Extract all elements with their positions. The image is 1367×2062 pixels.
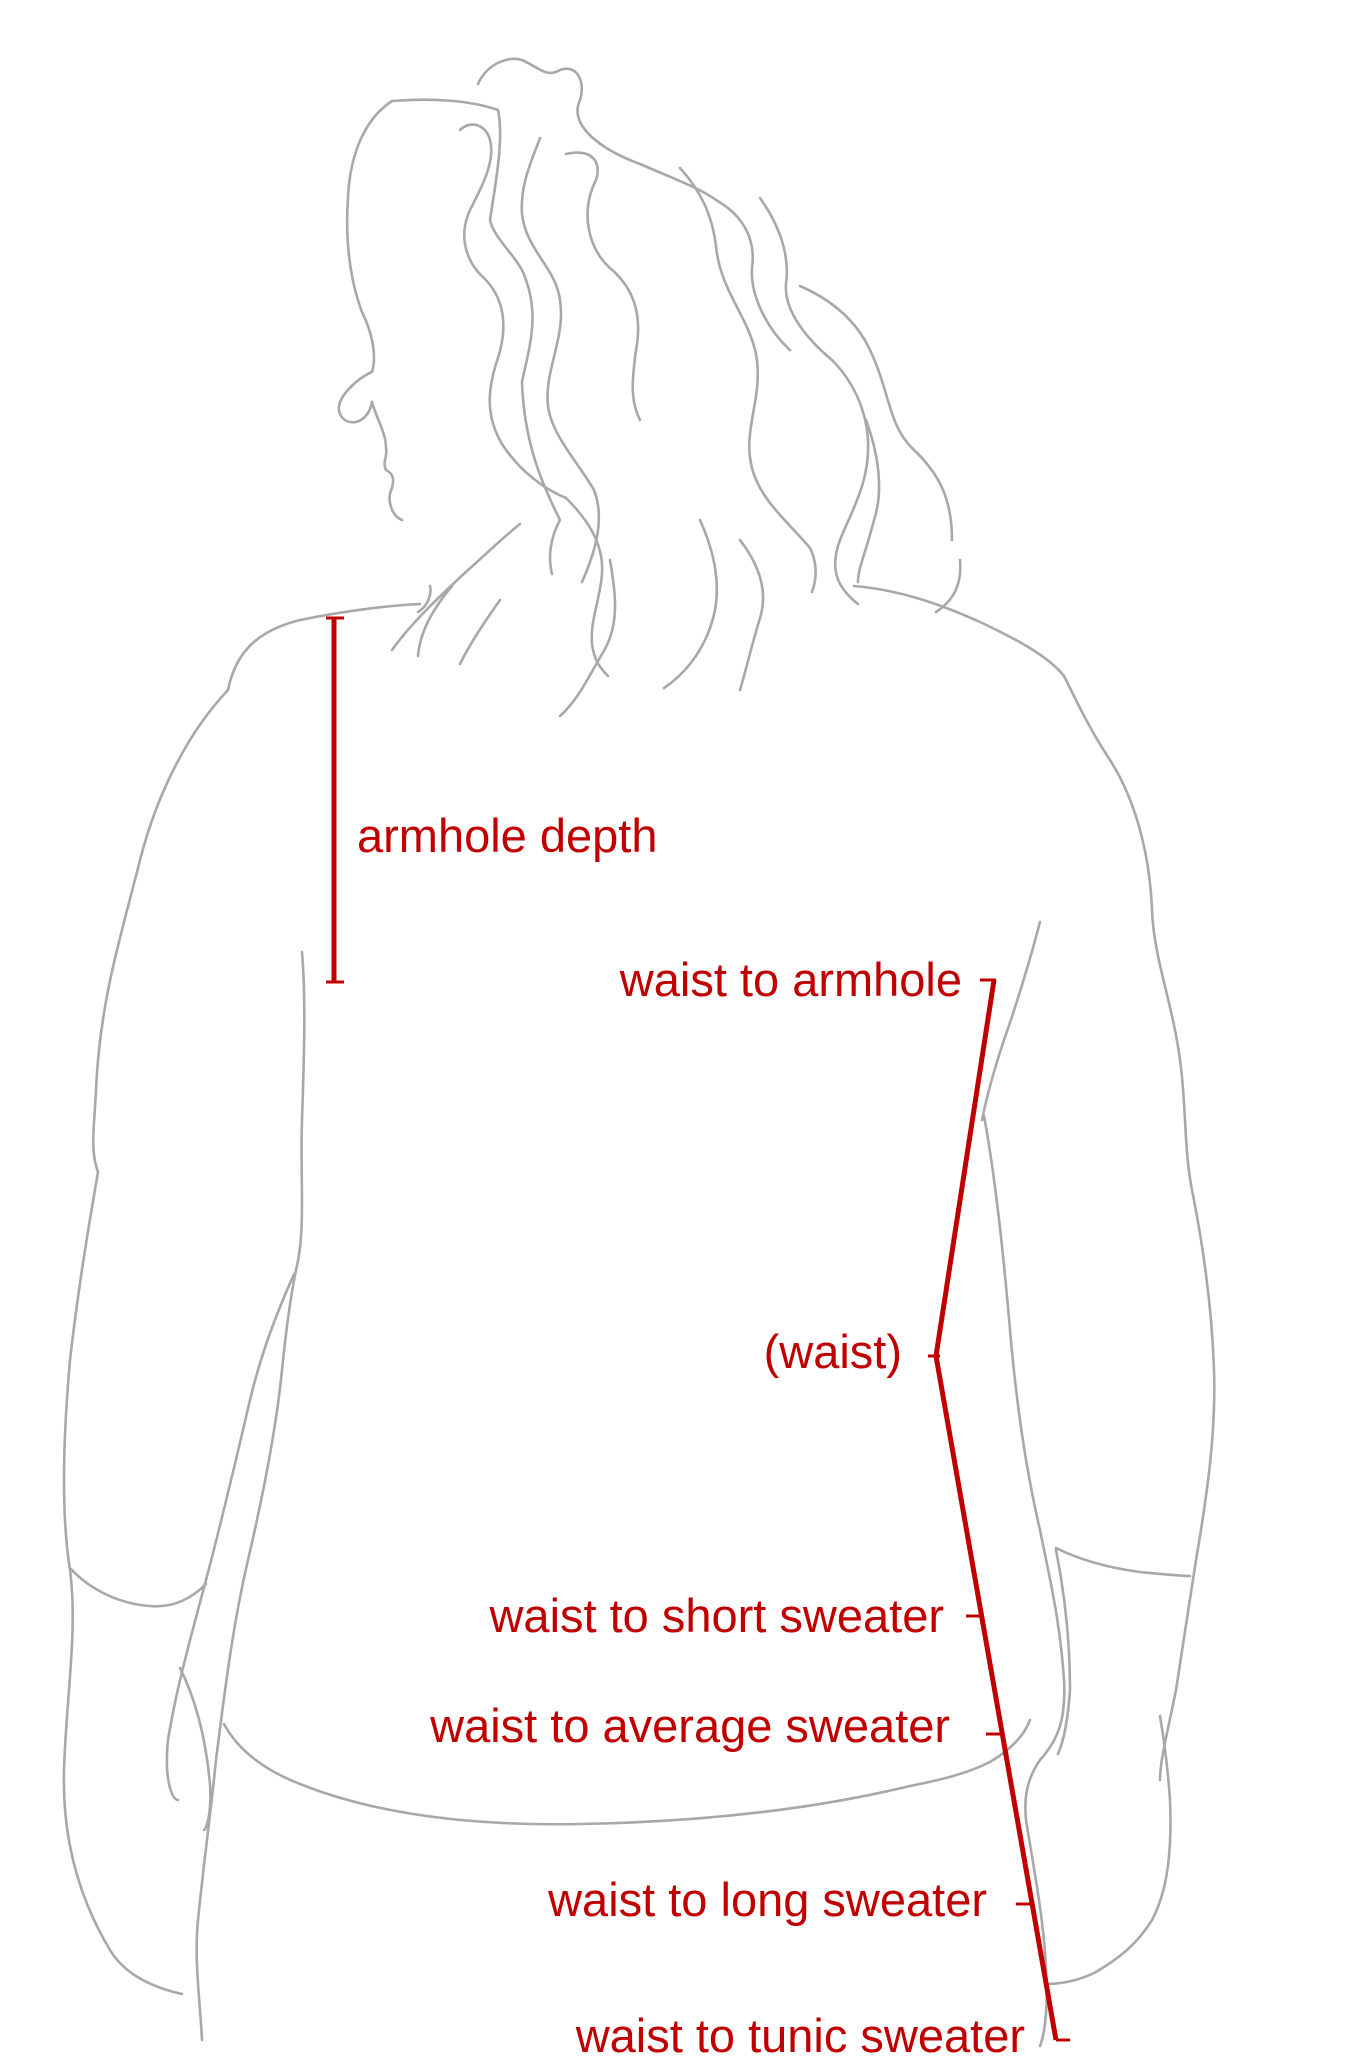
waist-to-armhole-line: [933, 979, 997, 1357]
right-arm-outer: [1062, 674, 1216, 1782]
hair-left-contour: [337, 99, 394, 424]
left-forearm-inner: [165, 1272, 296, 1802]
neck-left: [416, 584, 432, 614]
hair-strand-5: [520, 136, 601, 584]
waist-to-long-sweater-label: waist to long sweater: [548, 1873, 987, 1926]
hair-strand-12: [564, 496, 610, 678]
hair-strand-14: [458, 598, 502, 666]
hair-strand-4: [458, 123, 568, 500]
armhole-depth-label: armhole depth: [357, 809, 658, 862]
right-arm-lower: [1044, 1714, 1172, 1986]
right-armpit-line: [980, 920, 1042, 1122]
hair-strand-15: [558, 558, 617, 718]
hair-strand-6: [678, 166, 817, 594]
left-torso-side: [195, 950, 306, 2042]
hair-strand-10: [390, 522, 522, 652]
right-shoulder: [852, 584, 1066, 678]
waist-to-average-sweater-label: waist to average sweater: [430, 1699, 950, 1752]
hair-strand-8: [798, 284, 954, 542]
waist-to-tunic-sweater-label: waist to tunic sweater: [575, 2009, 1025, 2062]
right-cuff-line: [1054, 1546, 1192, 1578]
waist-to-hem-line: [933, 1355, 1059, 2041]
hair-strand-9: [856, 418, 881, 584]
waist-to-armhole-label: waist to armhole: [619, 953, 962, 1006]
left-arm-outer: [91, 688, 230, 1174]
left-arm-outer-lower: [62, 1170, 184, 1996]
hair-strand-17: [934, 558, 962, 614]
hair-strand-16: [738, 538, 765, 692]
hair-strand-3: [564, 151, 642, 422]
waist-label: (waist): [763, 1325, 902, 1378]
hair-strand-1: [390, 98, 562, 576]
left-cuff-line: [68, 1566, 208, 1608]
figure-outline: [62, 57, 1216, 2048]
face-profile: [370, 400, 404, 522]
left-hand-edge: [178, 1666, 212, 1832]
left-shoulder: [226, 602, 422, 692]
right-torso-side: [982, 1114, 1066, 2048]
waist-to-short-sweater-label: waist to short sweater: [489, 1589, 944, 1642]
hair-strand-2: [476, 57, 792, 352]
right-hand-edge: [1054, 1548, 1072, 1756]
hair-strand-11: [662, 518, 719, 690]
hair-strand-7: [758, 196, 870, 606]
hair-strand-13: [416, 584, 454, 658]
measurement-lines: [326, 616, 1070, 2042]
sweater-hem: [222, 1718, 1032, 1826]
